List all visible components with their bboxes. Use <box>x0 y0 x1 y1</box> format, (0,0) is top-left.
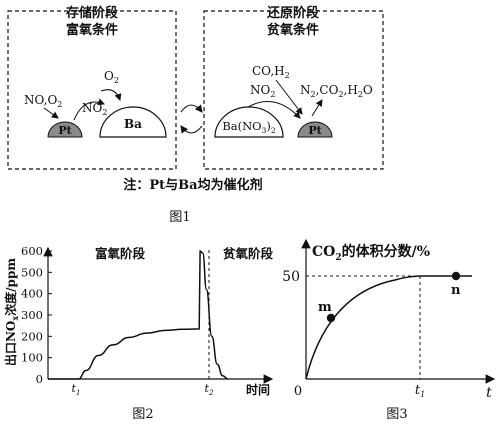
fig2-y-tick-label: 300 <box>21 308 43 322</box>
storage-stage-panel <box>7 10 177 170</box>
fig2-t1-label: t1 <box>72 382 81 397</box>
ba-catalyst-left <box>99 106 167 138</box>
storage-o2-label: O2 <box>104 69 119 85</box>
fig3-point-n-label: n <box>451 283 461 298</box>
figure1: 存储阶段 富氧条件 NO,O2 Pt NO2 O2 Ba 还原阶段 贫氧条件 <box>7 5 384 225</box>
ba-nitrate-label: Ba(NO3)2 <box>222 119 276 135</box>
fig3-x-axis-label: t <box>486 385 492 401</box>
pt-catalyst-right <box>297 121 333 138</box>
pt-catalyst-right-label: Pt <box>308 124 322 137</box>
fig3-point-n <box>451 271 461 281</box>
pt-catalyst-left-label: Pt <box>58 124 72 137</box>
reductant-label: CO,H2 <box>252 64 290 80</box>
figure2-caption: 图2 <box>132 407 153 422</box>
storage-no2-arrow <box>73 98 105 121</box>
fig2-y-tick-label: 400 <box>21 287 43 301</box>
storage-input-arrow <box>43 107 59 119</box>
fig3-point-m-label: m <box>318 300 332 315</box>
cycle-arrow-bottom <box>180 125 203 134</box>
fig2-lean-oxygen-label: 贫氧阶段 <box>223 246 274 261</box>
fig2-y-tick-label: 500 <box>21 265 43 279</box>
fig2-y-tick-label: 100 <box>21 351 43 365</box>
fig3-point-m <box>326 313 336 323</box>
cycle-arrow-top <box>180 104 203 113</box>
storage-o2-arrow <box>100 89 122 101</box>
storage-input-label: NO,O2 <box>24 93 62 109</box>
figure2-chart: 出口NOx浓度/ppm 0 100 200 300 400 500 600 富氧阶段 贫氧阶… <box>3 244 273 422</box>
reduction-stage-panel <box>203 10 384 170</box>
fig2-y-tick-label: 600 <box>21 244 43 258</box>
fig2-rich-oxygen-label: 富氧阶段 <box>95 246 146 261</box>
fig2-t2-label: t2 <box>205 382 214 397</box>
reduction-stage-condition: 贫氧条件 <box>267 22 319 38</box>
fig2-x-axis-label: 时间 <box>246 382 270 397</box>
fig2-y-ticks: 0 100 200 300 400 500 600 <box>21 244 52 386</box>
ba-catalyst-left-label: Ba <box>124 117 142 131</box>
figure3-caption: 图3 <box>386 407 407 422</box>
pt-catalyst-left <box>47 121 83 138</box>
fig3-title: CO2的体积分数/% <box>312 243 430 263</box>
fig3-origin-label: 0 <box>294 384 302 399</box>
fig2-y-tick-label: 0 <box>36 372 43 386</box>
storage-stage-condition: 富氧条件 <box>66 22 118 38</box>
fig2-y-axis-label: 出口NOx浓度/ppm <box>3 258 20 366</box>
fig3-t1-label: t1 <box>415 383 425 399</box>
reductant-arrow <box>275 79 303 115</box>
figure1-caption: 图1 <box>169 210 190 225</box>
products-label: N2,CO2,H2O <box>300 83 373 99</box>
catalyst-note: 注：Pt与Ba均为催化剂 <box>123 177 262 193</box>
figure3-chart: CO2的体积分数/% 50 m n 0 t1 t 图3 <box>282 238 496 422</box>
products-arrow <box>311 99 323 117</box>
reduction-stage-title: 还原阶段 <box>266 5 319 21</box>
storage-stage-title: 存储阶段 <box>66 5 118 21</box>
fig2-nox-curve <box>47 250 229 380</box>
fig2-y-tick-label: 200 <box>21 329 43 343</box>
reduction-no2-arrow <box>247 101 301 119</box>
fig3-y-level-label: 50 <box>282 269 300 285</box>
reduction-no2-label: NO2 <box>250 83 275 99</box>
ba-nitrate-catalyst <box>214 106 284 138</box>
fig3-co2-curve <box>305 275 472 380</box>
